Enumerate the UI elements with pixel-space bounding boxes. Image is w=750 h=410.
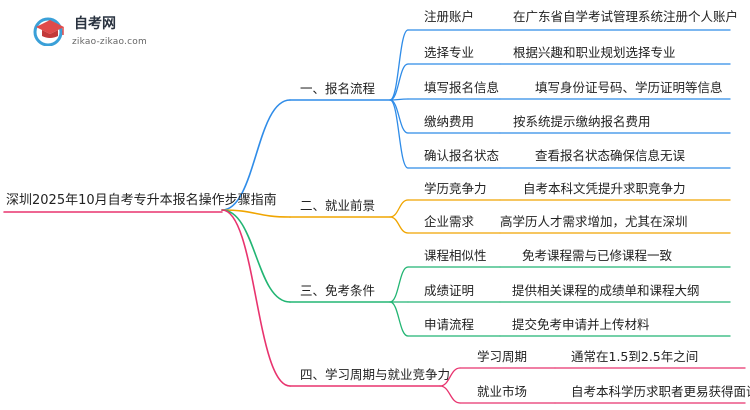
desc-course-similarity: 免考课程需与已修课程一致 — [522, 248, 673, 263]
item-connector — [389, 301, 409, 337]
branch-employment-prospects[interactable]: 二、就业前景 — [300, 198, 376, 213]
desc-enterprise-demand: 高学历人才需求增加，尤其在深圳 — [500, 214, 688, 229]
branch-exemption-conditions[interactable]: 三、免考条件 — [300, 283, 376, 298]
item-connector — [439, 385, 461, 404]
branch-registration-process[interactable]: 一、报名流程 — [300, 81, 376, 96]
desc-register-account: 在广东省自学考试管理系统注册个人账户 — [513, 9, 739, 24]
node-choose-major[interactable]: 选择专业 — [424, 45, 475, 60]
item-connector — [389, 99, 409, 169]
item-connector — [389, 99, 409, 134]
item-connector — [389, 266, 409, 303]
item-connector — [389, 199, 409, 218]
branch-connector — [221, 99, 291, 211]
root-node[interactable]: 深圳2025年10月自考专升本报名操作步骤指南 — [6, 193, 277, 208]
node-study-period[interactable]: 学习周期 — [477, 349, 528, 364]
node-grade-proof[interactable]: 成绩证明 — [424, 283, 475, 298]
node-pay-fee[interactable]: 缴纳费用 — [424, 114, 475, 129]
node-confirm-status[interactable]: 确认报名状态 — [424, 148, 500, 163]
branch-connector — [221, 209, 291, 303]
node-job-market[interactable]: 就业市场 — [477, 384, 528, 399]
node-course-similarity[interactable]: 课程相似性 — [424, 248, 487, 263]
node-register-account[interactable]: 注册账户 — [424, 9, 475, 24]
desc-study-period: 通常在1.5到2.5年之间 — [571, 349, 699, 364]
desc-application-process: 提交免考申请并上传材料 — [512, 317, 650, 332]
logo-title: 自考网 — [74, 16, 116, 32]
item-connector — [389, 216, 409, 234]
node-underlines — [3, 29, 746, 404]
node-fill-info[interactable]: 填写报名信息 — [424, 80, 500, 95]
desc-fill-info: 填写身份证号码、学历证明等信息 — [535, 80, 723, 95]
branch-connector — [221, 209, 291, 218]
desc-job-market: 自考本科学历求职者更易获得面试机会 — [571, 384, 750, 399]
node-degree-competitiveness[interactable]: 学历竞争力 — [424, 181, 487, 196]
mindmap-connectors — [221, 29, 461, 404]
site-logo[interactable]: 自考网 zikao-zikao.com — [30, 10, 147, 50]
node-enterprise-demand[interactable]: 企业需求 — [424, 214, 475, 229]
desc-confirm-status: 查看报名状态确保信息无误 — [535, 148, 686, 163]
graduation-cap-icon — [33, 17, 64, 46]
desc-pay-fee: 按系统提示缴纳报名费用 — [513, 114, 651, 129]
logo-domain: zikao-zikao.com — [72, 37, 147, 47]
desc-choose-major: 根据兴趣和职业规划选择专业 — [513, 45, 676, 60]
item-connector — [439, 367, 461, 387]
branch-study-period-competitiveness[interactable]: 四、学习周期与就业竞争力 — [300, 367, 451, 382]
branch-connector — [221, 209, 291, 387]
desc-degree-competitiveness: 自考本科文凭提升求职竞争力 — [523, 181, 686, 196]
desc-grade-proof: 提供相关课程的成绩单和课程大纲 — [512, 283, 700, 298]
item-connector — [389, 29, 409, 101]
item-connector — [389, 63, 409, 101]
node-application-process[interactable]: 申请流程 — [424, 317, 475, 332]
